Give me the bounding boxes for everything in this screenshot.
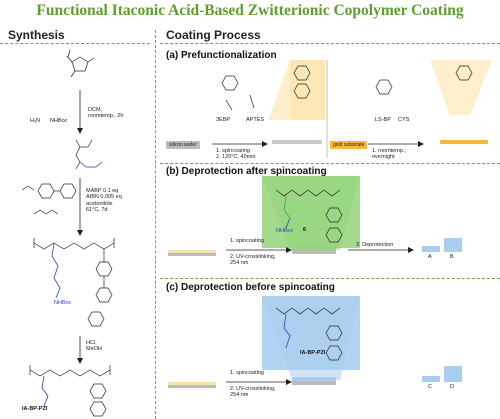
box-d-label: D xyxy=(450,384,454,390)
amine-reagent-boc: NHBoc xyxy=(50,118,68,124)
label-ls-bp: LS-BP xyxy=(375,117,391,123)
section-c-step2: 2. UV-crosslinking,254 nm xyxy=(230,386,276,399)
section-b-heading: (b) Deprotection after spincoating xyxy=(166,166,327,177)
final-polymer-label: IA-BP-PZI xyxy=(22,406,48,412)
section-c-heading: (c) Deprotection before spincoating xyxy=(166,282,335,293)
synthesis-divider xyxy=(0,43,150,44)
copolymer-boc-structure xyxy=(33,238,115,327)
label-cys: CYS xyxy=(398,117,410,123)
deprotection-step: 3. Deprotection xyxy=(356,242,394,248)
figure-title: Functional Itaconic Acid-Based Zwitterio… xyxy=(36,2,464,19)
boc-label: NHBoc xyxy=(54,300,72,306)
coating-divider xyxy=(160,43,500,44)
section-divider-ab xyxy=(160,163,500,164)
monomer-structure xyxy=(75,139,93,170)
silicon-wafer-tag: silicon wafer xyxy=(166,141,200,149)
label-aptes: APTES xyxy=(246,117,265,123)
synthesis-header: Synthesis xyxy=(8,28,65,42)
column-divider xyxy=(155,30,156,419)
compound-label-c: IA-BP-PZI xyxy=(300,350,326,356)
nhboc-label-b: NHBoc xyxy=(276,228,294,234)
box-c-label: C xyxy=(428,384,432,390)
compound-number-6: 6 xyxy=(303,227,307,233)
step3-conditions: HCl,MeOH xyxy=(86,340,102,353)
box-a-label: A xyxy=(428,254,432,260)
section-a-heading: (a) Prefunctionalization xyxy=(166,50,277,61)
dimethylacrylamide-structure xyxy=(33,209,59,215)
silicon-substrate xyxy=(272,140,322,144)
amine-reagent: H₂N xyxy=(30,118,41,124)
mabp-structure xyxy=(21,183,77,199)
box-b-label: B xyxy=(450,254,454,260)
right-prefunc-steps: 1. roomtemp.,overnight xyxy=(372,148,406,161)
section-divider-bc xyxy=(160,278,500,279)
gold-substrate-tag: gold substrate xyxy=(330,141,368,149)
gold-substrate xyxy=(440,140,488,144)
section-c-step1: 1. spincoating xyxy=(230,370,264,376)
section-b-step1: 1. spincoating xyxy=(230,238,264,244)
section-b-step2: 2. UV-crosslinking,254 nm xyxy=(230,254,276,267)
itaconic-anhydride-structure xyxy=(66,49,95,78)
step1-conditions: DCM,roomtemp., 2h xyxy=(88,107,124,120)
label-3ebp: 3EBP xyxy=(216,117,231,123)
final-polymer-structure xyxy=(29,365,111,417)
coating-header: Coating Process xyxy=(166,28,261,42)
